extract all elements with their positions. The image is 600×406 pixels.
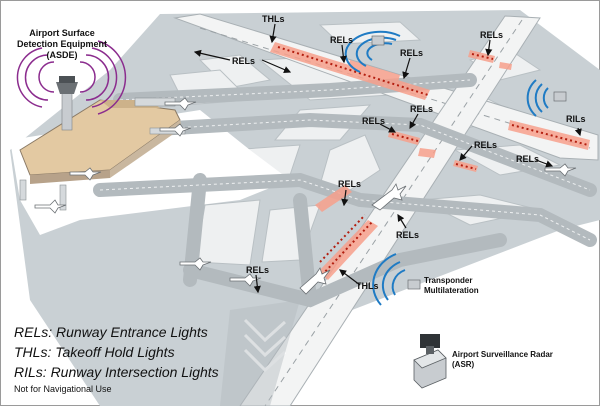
control-tower (56, 76, 78, 131)
rels-right-lower-label: RELs (516, 154, 539, 164)
rels-top-label: RELs (330, 35, 353, 45)
aircraft (34, 97, 577, 295)
label-arrows (193, 23, 582, 294)
radar-waves (344, 30, 549, 306)
transponder-label-line2: Multilateration (424, 286, 479, 295)
rels-top-right-label: RELs (400, 48, 423, 58)
asr-radar (413, 334, 447, 389)
thls-top-label: THLs (262, 14, 285, 24)
asr-label-line2: (ASR) (452, 360, 475, 369)
legend-rels: RELs: Runway Entrance Lights (14, 324, 208, 340)
asde-waves (16, 40, 127, 115)
runway-chevrons (243, 318, 287, 373)
rels-left-label: RELs (232, 56, 255, 66)
rels-right-label: RELs (474, 140, 497, 150)
legend-thls: THLs: Takeoff Hold Lights (14, 344, 175, 360)
rels-center-label: RELs (338, 179, 361, 189)
legend-rils: RILs: Runway Intersection Lights (14, 364, 219, 380)
asde-label-line3: (ASDE) (47, 50, 78, 60)
rels-far-right-label: RELs (480, 30, 503, 40)
light-dots (277, 46, 589, 276)
transponder-label-line1: Transponder (424, 276, 472, 285)
asde-label-line1: Airport Surface (29, 28, 95, 38)
labels: Airport Surface Detection Equipment (ASD… (17, 14, 586, 369)
rels-center-low-label: RELs (396, 230, 419, 240)
rels-mid-right-label: RELs (362, 116, 385, 126)
terminal-building (19, 97, 186, 211)
rils-right-label: RILs (566, 114, 586, 124)
navigation-disclaimer: Not for Navigational Use (14, 384, 112, 394)
rels-bottom-left-label: RELs (246, 265, 269, 275)
asr-label-line1: Airport Surveillance Radar (452, 350, 553, 359)
multilateration-sensors (371, 35, 567, 290)
asde-label-line2: Detection Equipment (17, 39, 107, 49)
rels-center-top-label: RELs (410, 104, 433, 114)
thls-bottom-label: THLs (356, 281, 379, 291)
